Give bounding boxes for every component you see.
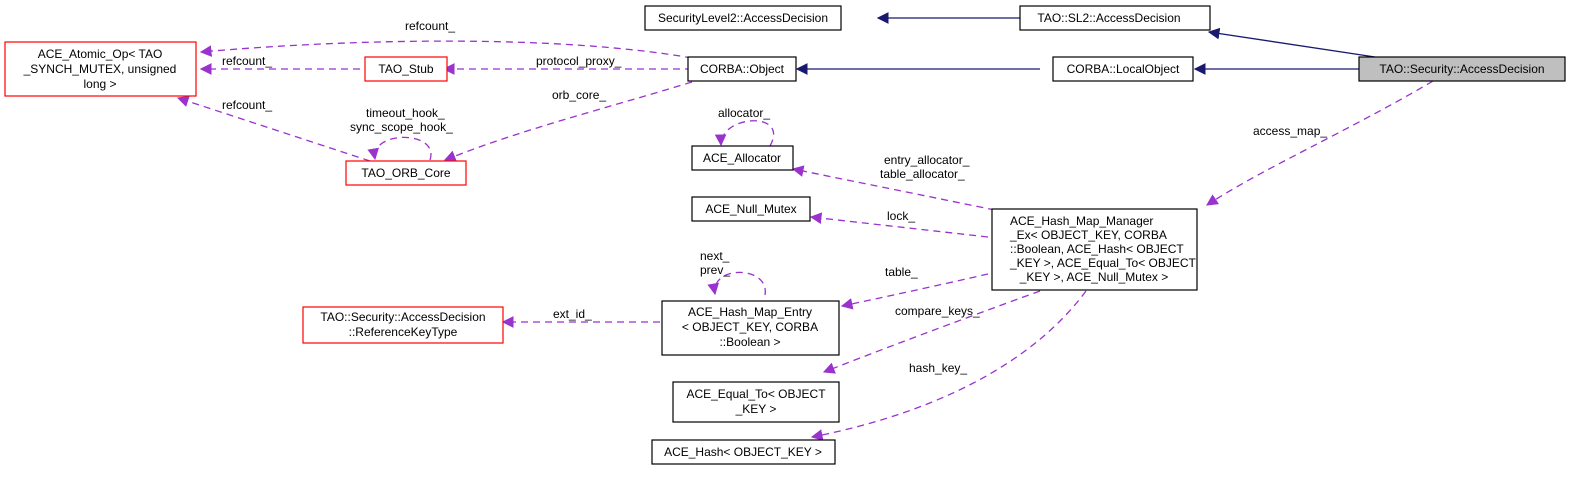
node-label: ACE_Hash_Map_Entry: [688, 305, 812, 319]
edge-hooks-self: timeout_hook_ sync_scope_hook_: [350, 106, 453, 161]
edge-label: table_: [885, 265, 918, 279]
edge-hash-key: hash_key_: [810, 290, 1087, 441]
node-label: _KEY >: [735, 402, 777, 416]
edge-allocator-self: allocator_: [714, 106, 774, 147]
edge-protocol-proxy: protocol_proxy_: [442, 54, 692, 75]
node-ace-hash-map-manager[interactable]: ACE_Hash_Map_Manager _Ex< OBJECT_KEY, CO…: [991, 208, 1198, 291]
node-ace-allocator[interactable]: ACE_Allocator: [691, 145, 794, 171]
edge-next-prev-self: next_ prev_: [700, 249, 766, 296]
edge-label: hash_key_: [909, 361, 967, 375]
edge-label: entry_allocator_: [884, 153, 970, 167]
edge-label: refcount_: [222, 54, 272, 68]
node-ace-hash-map-entry[interactable]: ACE_Hash_Map_Entry < OBJECT_KEY, CORBA :…: [661, 300, 840, 356]
node-label: ACE_Hash< OBJECT_KEY >: [664, 445, 822, 459]
node-ace-hash[interactable]: ACE_Hash< OBJECT_KEY >: [651, 439, 836, 465]
nodes: ACE_Atomic_Op< TAO _SYNCH_MUTEX, unsigne…: [4, 5, 1566, 465]
edge-label: protocol_proxy_: [536, 54, 622, 68]
node-tao-sl2-accessdecision[interactable]: TAO::SL2::AccessDecision: [1019, 5, 1211, 31]
node-tao-orb-core[interactable]: TAO_ORB_Core: [345, 160, 467, 186]
node-label: _KEY >, ACE_Equal_To< OBJECT: [1009, 256, 1197, 270]
edge-label: compare_keys_: [895, 304, 980, 318]
edge-label: allocator_: [718, 106, 770, 120]
node-label: ACE_Null_Mutex: [705, 202, 796, 216]
edge-label: refcount_: [405, 19, 455, 33]
node-label: _Ex< OBJECT_KEY, CORBA: [1009, 228, 1167, 242]
node-label: _SYNCH_MUTEX, unsigned: [23, 62, 177, 76]
edge-label: orb_core_: [552, 88, 606, 102]
node-label: ACE_Hash_Map_Manager: [1010, 214, 1153, 228]
node-label: SecurityLevel2::AccessDecision: [658, 11, 828, 25]
node-securitylevel2-accessdecision[interactable]: SecurityLevel2::AccessDecision: [644, 5, 842, 31]
node-tao-stub[interactable]: TAO_Stub: [364, 56, 448, 82]
edge-label: sync_scope_hook_: [350, 120, 453, 134]
edge-inherit-sec-sl2: [1207, 27, 1376, 58]
node-label: CORBA::LocalObject: [1067, 62, 1180, 76]
node-tao-security-accessdecision[interactable]: TAO::Security::AccessDecision: [1358, 56, 1566, 82]
edge-allocators: entry_allocator_ table_allocator_: [791, 153, 996, 211]
edge-lock: lock_: [809, 209, 989, 238]
edge-label: ext_id_: [553, 307, 592, 321]
edge-label: prev_: [700, 263, 730, 277]
edge-refcount-object: refcount_: [199, 19, 693, 59]
node-label: long >: [83, 77, 116, 91]
edge-label: access_map_: [1253, 124, 1327, 138]
node-label: TAO::Security::AccessDecision: [1379, 62, 1544, 76]
node-label: ::Boolean >: [719, 335, 780, 349]
node-label: TAO_Stub: [378, 62, 433, 76]
node-label: ACE_Equal_To< OBJECT: [686, 387, 826, 401]
edge-label: next_: [700, 249, 730, 263]
edge-label: timeout_hook_: [366, 106, 445, 120]
node-label: TAO_ORB_Core: [361, 166, 450, 180]
edges: refcount_ refcount_ refcount_ protocol_p…: [176, 12, 1434, 441]
node-label: ::Boolean, ACE_Hash< OBJECT: [1010, 242, 1184, 256]
node-ace-equal-to[interactable]: ACE_Equal_To< OBJECT _KEY >: [672, 381, 840, 423]
node-label: ::ReferenceKeyType: [349, 325, 458, 339]
node-label: CORBA::Object: [700, 62, 785, 76]
edge-access-map: access_map_: [1206, 80, 1434, 206]
node-label: ACE_Allocator: [703, 151, 781, 165]
edge-refcount-orbcore: refcount_: [176, 95, 371, 162]
node-corba-object[interactable]: CORBA::Object: [687, 56, 797, 82]
node-label: _KEY >, ACE_Null_Mutex >: [1019, 270, 1169, 284]
node-label: < OBJECT_KEY, CORBA: [682, 320, 818, 334]
edge-label: refcount_: [222, 98, 272, 112]
edge-refcount-stub: refcount_: [199, 54, 360, 75]
edge-ext-id: ext_id_: [501, 307, 660, 328]
edge-orb-core: orb_core_: [443, 81, 693, 162]
edge-label: table_allocator_: [880, 167, 965, 181]
node-label: TAO::SL2::AccessDecision: [1037, 11, 1180, 25]
node-label: TAO::Security::AccessDecision: [320, 310, 485, 324]
node-ace-atomic-op[interactable]: ACE_Atomic_Op< TAO _SYNCH_MUTEX, unsigne…: [4, 41, 197, 97]
node-label: ACE_Atomic_Op< TAO: [38, 47, 163, 61]
edge-table: table_: [840, 265, 989, 310]
edge-compare-keys: compare_keys_: [822, 290, 1041, 374]
edge-label: lock_: [887, 209, 915, 223]
node-corba-localobject[interactable]: CORBA::LocalObject: [1052, 56, 1194, 82]
node-ace-null-mutex[interactable]: ACE_Null_Mutex: [691, 196, 811, 222]
node-reference-key-type[interactable]: TAO::Security::AccessDecision ::Referenc…: [302, 306, 504, 344]
